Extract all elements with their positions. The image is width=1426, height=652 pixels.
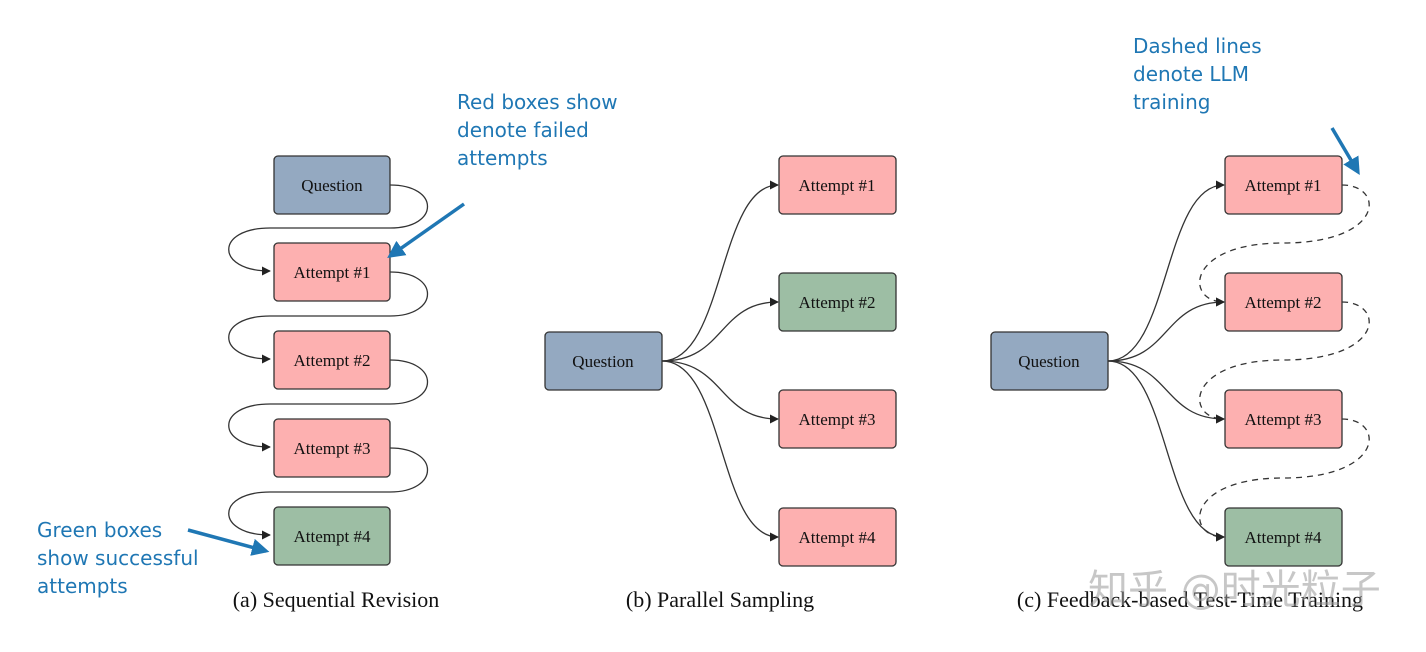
node-label: Attempt #3: [1245, 410, 1322, 429]
attempt-box-success: Attempt #2: [778, 272, 897, 332]
dashed-edge-3-to-4: [1199, 418, 1370, 542]
attempt-box-failed: Attempt #2: [273, 330, 391, 390]
panel-parallel-sampling: Question Attempt #1 Attempt #2 Attempt #…: [544, 155, 897, 612]
edges-b: [661, 180, 779, 542]
edge-b-q-to-3: [661, 360, 779, 424]
edges-a: [228, 184, 429, 540]
node-label: Attempt #3: [294, 439, 371, 458]
attempt-box-failed: Attempt #3: [273, 418, 391, 478]
node-label: Attempt #1: [294, 263, 371, 282]
watermark: 知乎 @时光粒子: [1088, 567, 1381, 613]
node-label: Attempt #3: [799, 410, 876, 429]
edge-b-q-to-1: [661, 180, 779, 362]
caption-b: (b) Parallel Sampling: [626, 587, 814, 612]
edge-c-q-to-2: [1107, 297, 1225, 362]
annotation-line: attempts: [37, 574, 128, 598]
attempt-box-failed: Attempt #3: [1224, 389, 1343, 449]
edge-c-q-to-1: [1107, 180, 1225, 362]
panel-feedback-ttt: Question Attempt #1 Attempt #2 Attempt #…: [990, 155, 1370, 612]
training-dashed-edges: [1199, 184, 1370, 542]
edge-b-q-to-2: [661, 297, 779, 362]
caption-c: (c) Feedback-based Test-Time Training: [1017, 587, 1363, 612]
annotation-line: denote failed: [457, 118, 589, 142]
attempt-box-failed: Attempt #3: [778, 389, 897, 449]
question-box: Question: [990, 331, 1109, 391]
node-label: Attempt #4: [294, 527, 371, 546]
attempt-box-failed: Attempt #1: [273, 242, 391, 302]
attempt-box-failed: Attempt #2: [1224, 272, 1343, 332]
edge-a-3-to-4: [228, 447, 429, 540]
question-box: Question: [273, 155, 391, 215]
attempt-box-failed: Attempt #1: [778, 155, 897, 215]
annotation-arrow: [1330, 127, 1360, 176]
node-label: Attempt #2: [294, 351, 371, 370]
node-label: Attempt #1: [1245, 176, 1322, 195]
attempt-box-success: Attempt #4: [1224, 507, 1343, 567]
dashed-edge-1-to-2: [1199, 184, 1370, 307]
node-label: Question: [1018, 352, 1080, 371]
annotation-arrow: [387, 202, 466, 259]
edges-c: [1107, 180, 1225, 542]
edge-a-q-to-1: [228, 184, 429, 276]
annotation-red-boxes: Red boxes show denote failed attempts: [387, 90, 618, 259]
annotation-dashed-lines: Dashed lines denote LLM training: [1133, 34, 1360, 176]
node-label: Attempt #4: [1245, 528, 1322, 547]
edge-a-1-to-2: [228, 271, 429, 364]
annotation-green-boxes: Green boxes show successful attempts: [37, 518, 270, 598]
annotation-line: show successful: [37, 546, 199, 570]
node-label: Question: [301, 176, 363, 195]
caption-a: (a) Sequential Revision: [233, 587, 440, 612]
attempt-box-success: Attempt #4: [273, 506, 391, 566]
edge-b-q-to-4: [661, 360, 779, 542]
attempt-box-failed: Attempt #4: [778, 507, 897, 567]
question-box: Question: [544, 331, 663, 391]
edge-c-q-to-4: [1107, 360, 1225, 542]
annotation-line: Red boxes show: [457, 90, 618, 114]
edge-a-2-to-3: [228, 359, 429, 452]
node-label: Attempt #1: [799, 176, 876, 195]
node-label: Attempt #2: [799, 293, 876, 312]
annotation-line: Dashed lines: [1133, 34, 1262, 58]
annotation-line: denote LLM: [1133, 62, 1249, 86]
annotation-line: Green boxes: [37, 518, 162, 542]
annotation-line: attempts: [457, 146, 548, 170]
node-label: Attempt #4: [799, 528, 876, 547]
annotation-line: training: [1133, 90, 1210, 114]
dashed-edge-2-to-3: [1199, 301, 1370, 424]
annotation-arrow: [187, 528, 270, 556]
edge-c-q-to-3: [1107, 360, 1225, 424]
node-label: Question: [572, 352, 634, 371]
node-label: Attempt #2: [1245, 293, 1322, 312]
panel-sequential-revision: Question Attempt #1 Attempt #2 Attempt #…: [228, 155, 440, 612]
attempt-box-failed: Attempt #1: [1224, 155, 1343, 215]
